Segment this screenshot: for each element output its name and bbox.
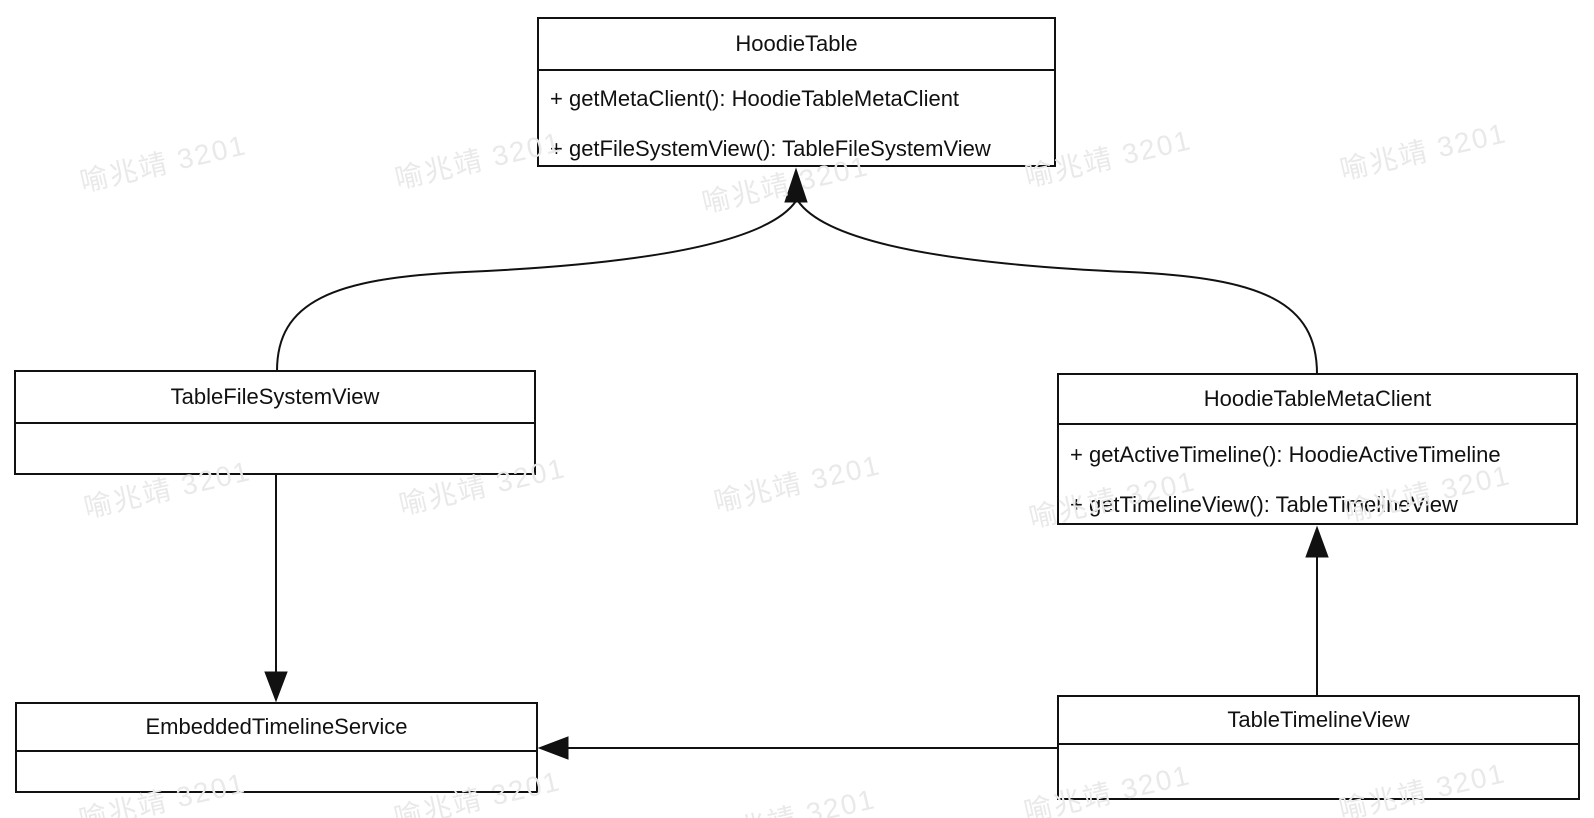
class-box-tabletimelineview: TableTimelineView [1057,695,1580,800]
method-getmetaclient: + getMetaClient(): HoodieTableMetaClient [550,86,960,111]
class-methods-hoodietablemetaclient: + getActiveTimeline(): HoodieActiveTimel… [1059,425,1576,530]
method-getactivetimeline: + getActiveTimeline(): HoodieActiveTimel… [1070,442,1501,467]
watermark-text: 喻兆靖 3201 [711,449,884,518]
arrowhead-down-embeddedtimelineservice [264,671,288,703]
method-gettimelineview: + getTimelineView(): TableTimelineView [1070,492,1458,517]
class-title-embeddedtimelineservice: EmbeddedTimelineService [17,704,536,752]
watermark-text: 喻兆靖 3201 [706,783,879,818]
class-methods-hoodietable: + getMetaClient(): HoodieTableMetaClient… [539,71,1054,174]
method-getfilesystemview: + getFileSystemView(): TableFileSystemVi… [550,136,991,161]
class-methods-tablefilesystemview [16,424,534,427]
class-title-hoodietable: HoodieTable [539,19,1054,71]
class-methods-embeddedtimelineservice [17,752,536,755]
class-title-hoodietablemetaclient: HoodieTableMetaClient [1059,375,1576,425]
class-box-tablefilesystemview: TableFileSystemView [14,370,536,475]
watermark-text: 喻兆靖 3201 [1337,117,1510,186]
arrowhead-left-embeddedtimelineservice [537,736,569,760]
arrow-tablefilesystemview-to-hoodietable [276,200,797,372]
class-box-embeddedtimelineservice: EmbeddedTimelineService [15,702,538,793]
arrow-hoodietablemetaclient-to-hoodietable [797,200,1318,375]
arrowhead-up-hoodietablemetaclient [1305,525,1329,558]
class-title-tablefilesystemview: TableFileSystemView [16,372,534,424]
class-box-hoodietablemetaclient: HoodieTableMetaClient + getActiveTimelin… [1057,373,1578,525]
class-box-hoodietable: HoodieTable + getMetaClient(): HoodieTab… [537,17,1056,167]
watermark-text: 喻兆靖 3201 [77,129,250,198]
class-methods-tabletimelineview [1059,745,1578,748]
class-title-tabletimelineview: TableTimelineView [1059,697,1578,745]
